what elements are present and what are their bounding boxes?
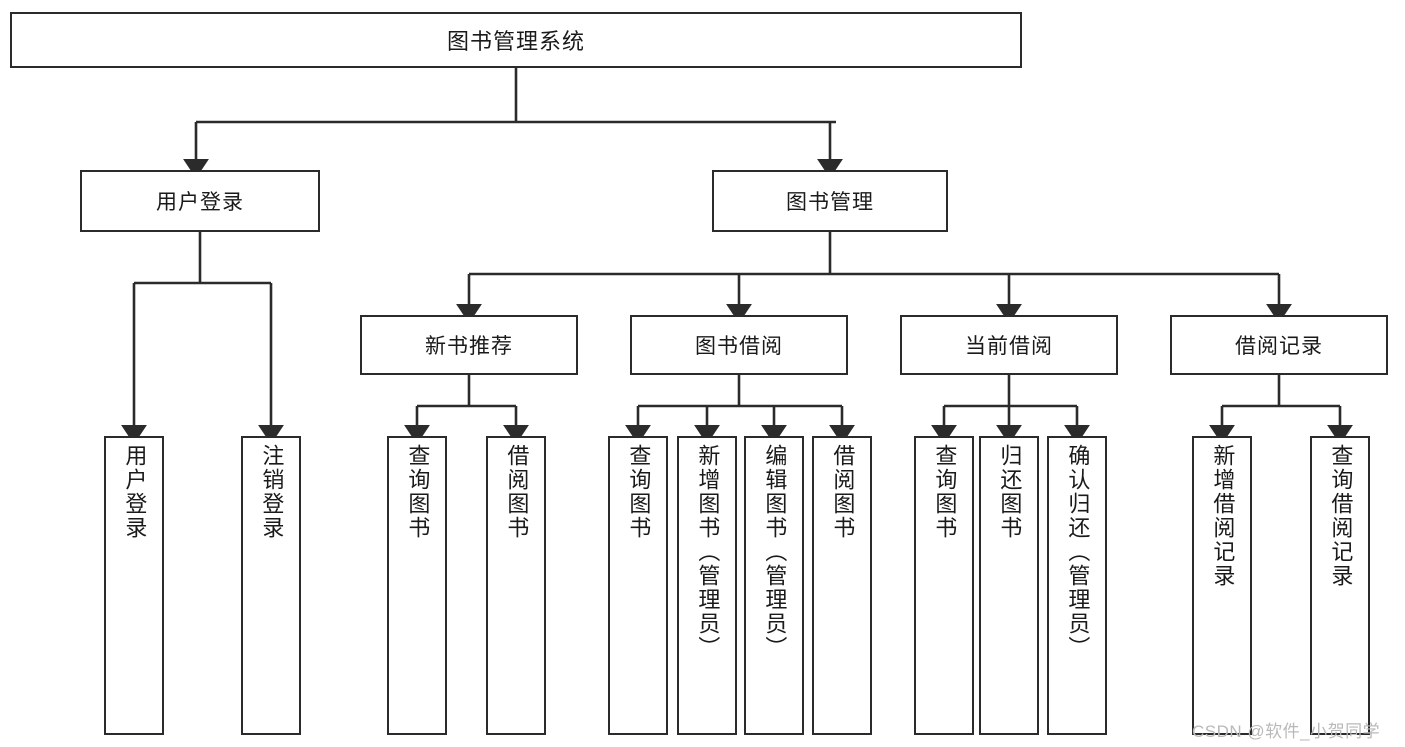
leaf-new-book-query[interactable]: 查询图书 bbox=[387, 436, 447, 735]
leaf-label: 注销登录 bbox=[259, 444, 285, 540]
leaf-label: 查询借阅记录 bbox=[1328, 444, 1354, 588]
leaf-label: 查询图书 bbox=[405, 444, 431, 540]
node-borrow-record-label: 借阅记录 bbox=[1235, 335, 1323, 358]
node-user-login-label: 用户登录 bbox=[156, 191, 244, 214]
watermark-text: CSDN @软件_小贺同学 bbox=[1192, 722, 1381, 741]
node-borrow-record[interactable]: 借阅记录 bbox=[1170, 315, 1388, 375]
node-current-borrow[interactable]: 当前借阅 bbox=[900, 315, 1118, 375]
leaf-record-query[interactable]: 查询借阅记录 bbox=[1310, 436, 1370, 735]
leaf-borrow-edit-book-admin[interactable]: 编辑图书（管理员） bbox=[744, 436, 804, 735]
leaf-borrow-query-book[interactable]: 查询图书 bbox=[608, 436, 668, 735]
node-book-management-label: 图书管理 bbox=[786, 191, 874, 214]
leaf-user-login-logout[interactable]: 注销登录 bbox=[241, 436, 301, 735]
node-root[interactable]: 图书管理系统 bbox=[10, 12, 1022, 68]
leaf-borrow-add-book-admin[interactable]: 新增图书（管理员） bbox=[677, 436, 737, 735]
leaf-current-return-book[interactable]: 归还图书 bbox=[979, 436, 1039, 735]
node-user-login[interactable]: 用户登录 bbox=[80, 170, 320, 232]
leaf-new-book-borrow[interactable]: 借阅图书 bbox=[486, 436, 546, 735]
leaf-borrow-borrow-book[interactable]: 借阅图书 bbox=[812, 436, 872, 735]
leaf-label: 新增图书（管理员） bbox=[695, 444, 721, 660]
leaf-label: 借阅图书 bbox=[504, 444, 530, 540]
leaf-label: 用户登录 bbox=[122, 444, 148, 540]
leaf-current-query-book[interactable]: 查询图书 bbox=[914, 436, 974, 735]
node-book-borrow[interactable]: 图书借阅 bbox=[630, 315, 848, 375]
leaf-user-login-login[interactable]: 用户登录 bbox=[104, 436, 164, 735]
node-root-label: 图书管理系统 bbox=[446, 29, 585, 54]
leaf-record-add[interactable]: 新增借阅记录 bbox=[1192, 436, 1252, 735]
node-new-book-recommend-label: 新书推荐 bbox=[425, 335, 513, 358]
node-new-book-recommend[interactable]: 新书推荐 bbox=[360, 315, 578, 375]
leaf-label: 归还图书 bbox=[997, 444, 1023, 540]
leaf-label: 查询图书 bbox=[932, 444, 958, 540]
leaf-label: 查询图书 bbox=[626, 444, 652, 540]
leaf-label: 编辑图书（管理员） bbox=[762, 444, 788, 660]
leaf-current-confirm-return-admin[interactable]: 确认归还（管理员） bbox=[1047, 436, 1107, 735]
leaf-label: 新增借阅记录 bbox=[1210, 444, 1236, 588]
node-current-borrow-label: 当前借阅 bbox=[965, 335, 1053, 358]
leaf-label: 借阅图书 bbox=[830, 444, 856, 540]
leaf-label: 确认归还（管理员） bbox=[1065, 444, 1091, 660]
node-book-borrow-label: 图书借阅 bbox=[695, 335, 783, 358]
node-book-management[interactable]: 图书管理 bbox=[712, 170, 948, 232]
